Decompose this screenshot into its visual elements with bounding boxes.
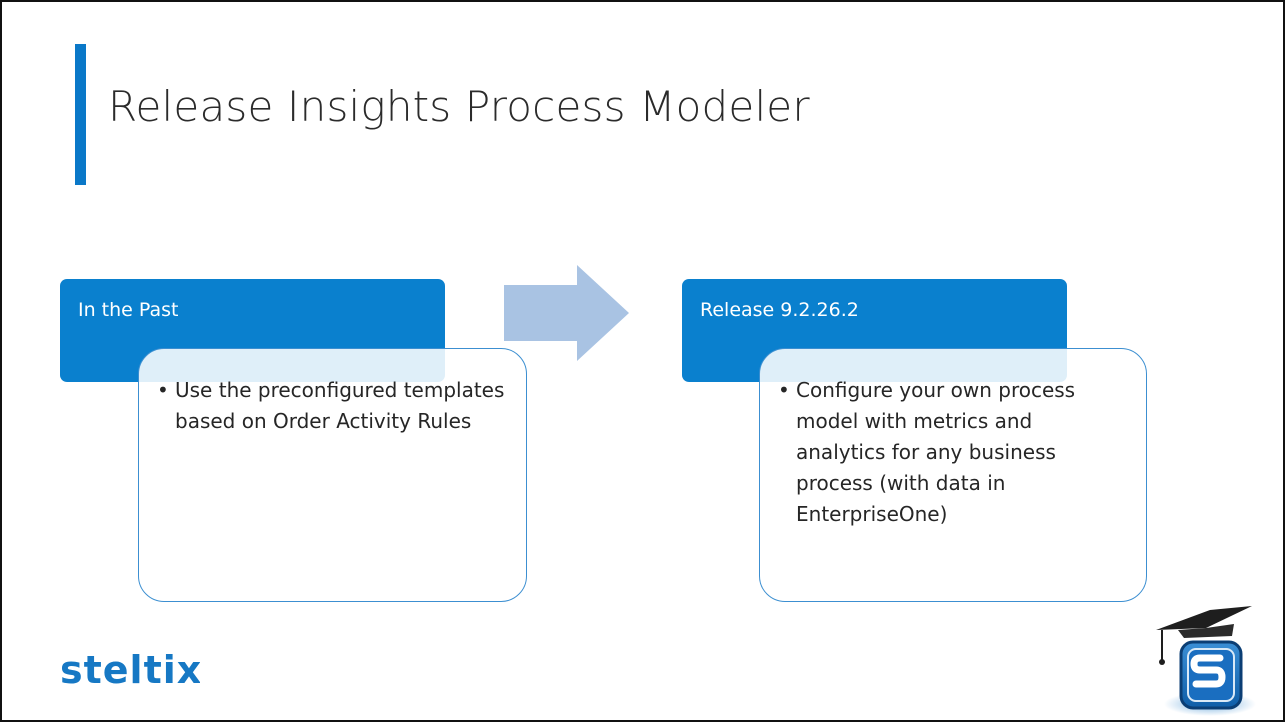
right-header-label: Release 9.2.26.2 xyxy=(700,299,859,321)
left-header-label: In the Past xyxy=(78,299,179,321)
logo-text: steltix xyxy=(60,650,200,690)
right-arrow-icon xyxy=(504,265,629,361)
left-bullet-item: • Use the preconfigured templates based … xyxy=(157,375,506,437)
bullet-icon: • xyxy=(778,378,790,402)
right-bullet-list: • Configure your own process model with … xyxy=(778,375,1126,530)
left-bullet-list: • Use the preconfigured templates based … xyxy=(157,375,506,437)
arrow-shape xyxy=(504,265,629,361)
right-content-box: • Configure your own process model with … xyxy=(759,348,1147,602)
bullet-icon: • xyxy=(157,378,169,402)
title-accent-bar xyxy=(75,44,86,185)
right-bullet-item: • Configure your own process model with … xyxy=(778,375,1126,530)
left-bullet-text: Use the preconfigured templates based on… xyxy=(175,378,505,433)
left-content-box: • Use the preconfigured templates based … xyxy=(138,348,527,602)
graduation-cap-logo-icon xyxy=(1156,606,1256,716)
steltix-logo: steltix xyxy=(60,650,200,690)
slide-title: Release Insights Process Modeler xyxy=(108,82,810,131)
right-bullet-text: Configure your own process model with me… xyxy=(796,378,1076,526)
